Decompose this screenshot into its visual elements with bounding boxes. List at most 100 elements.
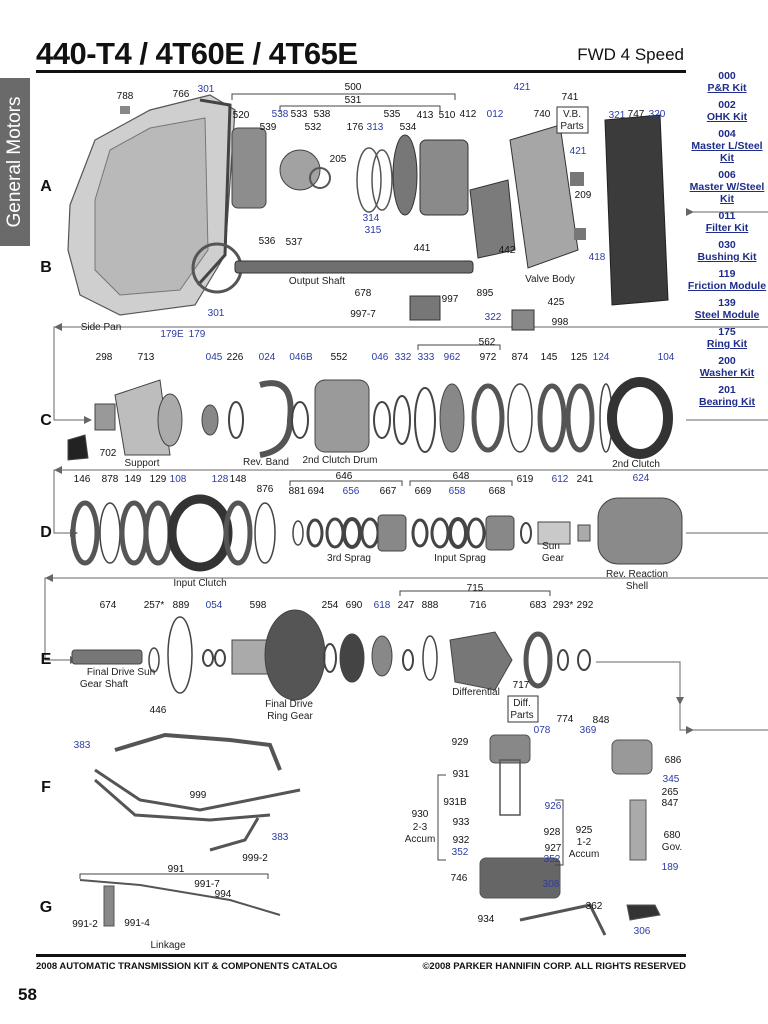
part-label-788: 788 (117, 91, 134, 102)
part-label-669: 669 (415, 486, 432, 497)
part-label-9977: 997-7 (350, 309, 376, 320)
part-label-179e: 179E (160, 329, 184, 340)
kit-code: 006 (718, 169, 736, 181)
part-label-889: 889 (173, 600, 190, 611)
caption-1-2: 1-2 (577, 837, 592, 848)
part-label-686: 686 (665, 755, 682, 766)
part-label-145: 145 (541, 352, 558, 363)
part-label-531: 531 (345, 95, 362, 106)
part-label-9992: 999-2 (242, 853, 268, 864)
row-e-parts (71, 609, 591, 701)
kit-name: Master L/Steel Kit (691, 140, 763, 164)
part-label-658: 658 (449, 486, 466, 497)
row-label-f: F (41, 779, 51, 796)
valve-body (469, 114, 669, 306)
part-label-510: 510 (439, 110, 456, 121)
part-label-421: 421 (514, 82, 531, 93)
part-label-562: 562 (479, 337, 496, 348)
caption-3rd-sprag: 3rd Sprag (327, 553, 371, 564)
part-label-148: 148 (230, 474, 247, 485)
part-label-538: 538 (314, 109, 331, 120)
part-label-874: 874 (512, 352, 529, 363)
caption-valve-body: Valve Body (525, 274, 575, 285)
part-label-928: 928 (544, 827, 561, 838)
footer-copyright: ©2008 PARKER HANNIFIN CORP. ALL RIGHTS R… (422, 961, 686, 972)
part-label-715: 715 (467, 583, 484, 594)
caption-2-3: 2-3 (413, 822, 428, 833)
part-label-012: 012 (487, 109, 504, 120)
part-label-054: 054 (206, 600, 223, 611)
part-label-972: 972 (480, 352, 497, 363)
part-label-124: 124 (593, 352, 610, 363)
part-label-702: 702 (100, 448, 117, 459)
part-label-535: 535 (384, 109, 401, 120)
caption-input-clutch: Input Clutch (173, 578, 226, 589)
caption-differential: Differential (452, 687, 500, 698)
caption-accum: Accum (569, 849, 600, 860)
part-label-694: 694 (308, 486, 325, 497)
part-label-293: 293* (553, 600, 574, 611)
part-label-265: 265 (662, 787, 679, 798)
caption-gear-shaft: Gear Shaft (80, 679, 129, 690)
part-label-536: 536 (259, 236, 276, 247)
part-label-301: 301 (198, 84, 215, 95)
part-label-667: 667 (380, 486, 397, 497)
part-label-320: 320 (649, 109, 666, 120)
caption-2nd-clutch: 2nd Clutch (612, 459, 660, 470)
kit-name: Friction Module (687, 280, 767, 292)
part-label-931b: 931B (443, 797, 467, 808)
part-label-500: 500 (345, 82, 362, 93)
page-number: 58 (18, 985, 37, 1004)
caption-diff-: Diff. (513, 698, 531, 709)
part-label-205: 205 (330, 154, 347, 165)
part-label-848: 848 (593, 715, 610, 726)
part-label-934: 934 (478, 914, 495, 925)
part-label-128: 128 (212, 474, 229, 485)
brackets (79, 93, 564, 879)
part-label-362: 362 (586, 901, 603, 912)
row-label-d: D (40, 524, 52, 541)
part-label-046b: 046B (289, 352, 313, 363)
part-label-352: 352 (452, 847, 469, 858)
part-label-306: 306 (634, 926, 651, 937)
part-label-690: 690 (346, 600, 363, 611)
part-label-421: 421 (570, 146, 587, 157)
caption-support: Support (124, 458, 159, 469)
part-label-881: 881 (289, 486, 306, 497)
row-label-a: A (40, 178, 52, 195)
part-label-552: 552 (331, 352, 348, 363)
part-label-369: 369 (580, 725, 597, 736)
part-label-412: 412 (460, 109, 477, 120)
diff-parts-box (507, 695, 539, 723)
caption-rev--band: Rev. Band (243, 457, 289, 468)
side-tab: General Motors (0, 78, 30, 246)
top-rule (36, 70, 686, 73)
part-label-740: 740 (534, 109, 551, 120)
part-label-847: 847 (662, 798, 679, 809)
caption-gear: Gear (542, 553, 565, 564)
row-label-c: C (40, 412, 52, 429)
part-label-247: 247 (398, 600, 415, 611)
part-label-538: 538 (272, 109, 289, 120)
page-subtitle: FWD 4 Speed (577, 45, 684, 64)
caption-final-drive-sun: Final Drive Sun (87, 667, 155, 678)
caption-parts: Parts (510, 710, 533, 721)
part-label-532: 532 (305, 122, 322, 133)
kit-name: Ring Kit (706, 338, 748, 350)
kit-name: Washer Kit (699, 367, 755, 379)
side-pan-housing (67, 94, 236, 316)
part-label-425: 425 (548, 297, 565, 308)
part-label-648: 648 (453, 471, 470, 482)
